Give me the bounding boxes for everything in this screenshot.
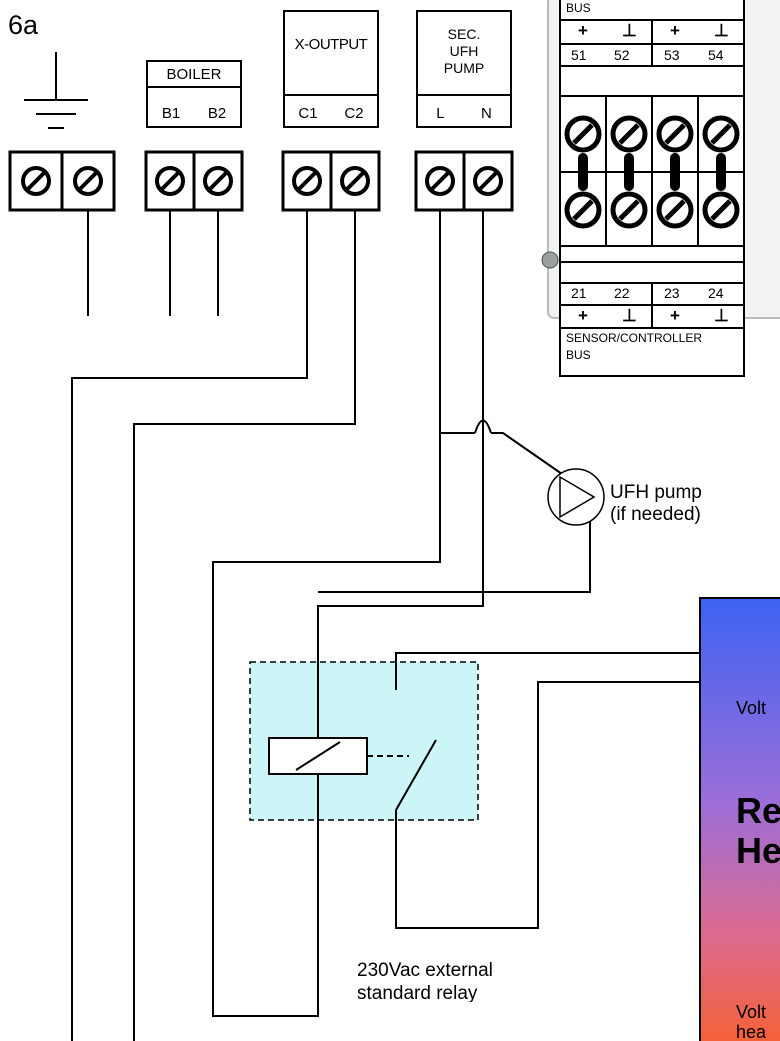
ufh-pump-divider: [418, 94, 510, 96]
heat-pump-title-line1: Re: [736, 790, 780, 831]
sensor-bus-num-1: 21: [571, 285, 587, 301]
top-bus-sign-4: ⊥: [714, 21, 729, 40]
terminal-panel: [541, 0, 780, 377]
sensor-bus-num-4: 24: [708, 285, 724, 301]
boiler-pin-b1: B1: [161, 105, 181, 122]
heat-pump-title-line2: He: [736, 830, 780, 871]
terminal-screws: [21, 166, 503, 196]
top-bus-sign-1: +: [578, 21, 588, 40]
ufh-pump-title-line2: UFH: [449, 43, 479, 59]
boiler-title: BOILER: [148, 66, 240, 88]
boiler-pins: B1 B2: [148, 105, 240, 122]
sensor-bus-sign-4: ⊥: [714, 306, 729, 325]
top-bus-sign-2: ⊥: [622, 21, 637, 40]
sensor-bus-num-2: 22: [614, 285, 630, 301]
top-bus-label: BUS: [566, 1, 591, 15]
heat-pump-voltage-bottom-line1: Volt: [736, 1002, 767, 1022]
panel-jumpers: [578, 153, 726, 191]
pump-label-line2: (if needed): [610, 504, 701, 525]
relay-label-line1: 230Vac external: [357, 960, 493, 981]
figure-label: 6a: [8, 10, 39, 40]
top-bus-num-4: 54: [708, 47, 724, 63]
xoutput-pin-c1: C1: [298, 105, 318, 122]
wires: [71, 210, 700, 1041]
ufh-pump-pin-l: L: [436, 105, 445, 122]
ground-symbol: [24, 52, 88, 129]
xoutput-pin-c2: C2: [344, 105, 364, 122]
top-bus-sign-3: +: [670, 21, 680, 40]
panel-screws: [564, 115, 740, 229]
ufh-pump-title-line1: SEC.: [447, 26, 481, 42]
sensor-bus-label-line1: SENSOR/CONTROLLER: [566, 331, 703, 345]
ufh-pump-pin-n: N: [480, 105, 492, 122]
sensor-bus-sign-3: +: [670, 306, 680, 325]
boiler-label-box: BOILER B1 B2: [146, 60, 242, 128]
boiler-pin-b2: B2: [207, 105, 227, 122]
relay-coil: [268, 737, 409, 775]
ufh-pump-pins: L N: [418, 105, 510, 122]
sensor-bus-sign-2: ⊥: [622, 306, 637, 325]
ufh-pump-title-line3: PUMP: [443, 60, 485, 76]
xoutput-title: X-OUTPUT: [294, 36, 368, 53]
ufh-pump-label-box: SEC. UFH PUMP L N: [416, 10, 512, 128]
top-bus-num-1: 51: [571, 47, 587, 63]
xoutput-label-box: X-OUTPUT C1 C2: [283, 10, 379, 128]
heat-pump-voltage-bottom-line2: hea: [736, 1022, 767, 1041]
heat-pump-text-clip: Volt Re He Volt hea: [702, 600, 780, 1041]
terminal-blocks: [8, 150, 514, 212]
relay-label-line2: standard relay: [357, 983, 478, 1002]
heat-pump-panel: [699, 597, 780, 1041]
sensor-bus-num-3: 23: [664, 285, 680, 301]
heat-pump-voltage-top: Volt: [736, 698, 767, 718]
xoutput-divider: [285, 94, 377, 96]
sensor-bus-sign-1: +: [578, 306, 588, 325]
top-bus-num-2: 52: [614, 47, 630, 63]
pump-label-line1: UFH pump: [610, 482, 702, 503]
top-bus-num-3: 53: [664, 47, 680, 63]
relay-label-line2-clip: standard relay: [357, 983, 577, 1002]
sensor-bus-label-line2: BUS: [566, 348, 591, 362]
xoutput-pins: C1 C2: [285, 105, 377, 122]
pump-symbol: [547, 468, 605, 526]
ufh-pump-title: SEC. UFH PUMP: [418, 26, 510, 77]
